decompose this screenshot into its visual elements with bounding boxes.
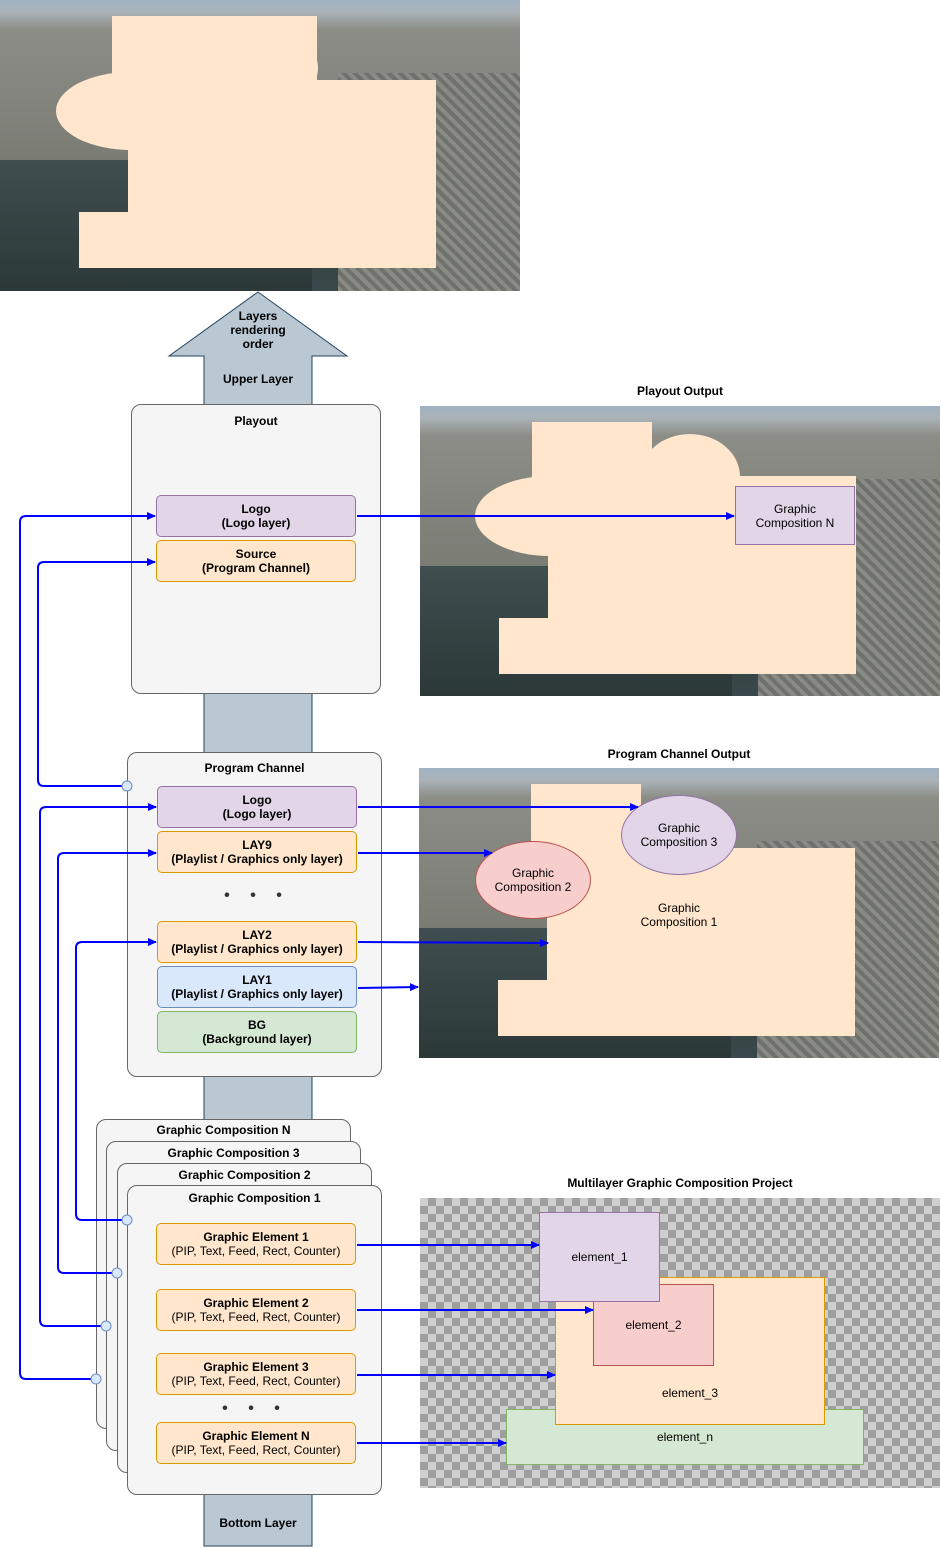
arrow-title-line-3: order xyxy=(242,337,274,351)
playout-source-sub: (Program Channel) xyxy=(201,561,310,575)
playout-logo-layer[interactable]: Logo (Logo layer) xyxy=(156,495,356,537)
gc-1-line-1: Graphic xyxy=(657,901,701,915)
pc-bg-name: BG xyxy=(248,1018,266,1032)
composition-ellipsis: • • • xyxy=(222,1400,288,1417)
graphic-element-n-name: Graphic Element N xyxy=(202,1429,310,1443)
graphic-element-n-sub: (PIP, Text, Feed, Rect, Counter) xyxy=(171,1443,341,1457)
peach-shape-bottom xyxy=(79,212,436,268)
gc-2-line-1: Graphic xyxy=(511,866,555,880)
pc-logo-layer[interactable]: Logo (Logo layer) xyxy=(157,786,357,828)
peach-shape-round xyxy=(220,28,318,108)
program-output-image: Graphic Composition 3 Graphic Compositio… xyxy=(419,768,939,1058)
pc-lay1-layer[interactable]: LAY1 (Playlist / Graphics only layer) xyxy=(157,966,357,1008)
gc-3-line-1: Graphic xyxy=(657,821,701,835)
graphic-element-2-name: Graphic Element 2 xyxy=(203,1296,309,1310)
pc-lay9-layer[interactable]: LAY9 (Playlist / Graphics only layer) xyxy=(157,831,357,873)
graphic-element-2-sub: (PIP, Text, Feed, Rect, Counter) xyxy=(171,1310,341,1324)
playout-source-name: Source xyxy=(235,547,277,561)
element-n-label: element_n xyxy=(656,1430,714,1444)
pc-lay2-layer[interactable]: LAY2 (Playlist / Graphics only layer) xyxy=(157,921,357,963)
graphic-composition-n-box[interactable]: Graphic Composition N xyxy=(735,486,855,545)
graphic-composition-3-ellipse[interactable]: Graphic Composition 3 xyxy=(621,795,737,875)
element-1-box[interactable]: element_1 xyxy=(539,1212,660,1302)
playout-logo-sub: (Logo layer) xyxy=(221,516,291,530)
gc-n-line-2: Composition N xyxy=(755,515,835,530)
upper-layer-label: Upper Layer xyxy=(222,372,294,386)
element-1-label: element_1 xyxy=(571,1250,628,1264)
arrow-title-line-1: Layers xyxy=(238,309,278,323)
gc-n-line-1: Graphic xyxy=(773,501,817,516)
peach-shape-ellipse xyxy=(475,476,625,556)
graphic-element-3-sub: (PIP, Text, Feed, Rect, Counter) xyxy=(171,1374,341,1388)
bottom-layer-label: Bottom Layer xyxy=(219,1516,297,1530)
graphic-element-1-sub: (PIP, Text, Feed, Rect, Counter) xyxy=(171,1244,341,1258)
peach-shape-bottom xyxy=(499,618,856,674)
graphic-element-2[interactable]: Graphic Element 2 (PIP, Text, Feed, Rect… xyxy=(156,1289,356,1331)
playout-logo-name: Logo xyxy=(241,502,271,516)
graphic-composition-1-label: Graphic Composition 1 xyxy=(619,901,739,929)
playout-source-layer[interactable]: Source (Program Channel) xyxy=(156,540,356,582)
playout-output-title: Playout Output xyxy=(637,384,723,398)
peach-shape-top xyxy=(532,422,652,482)
pc-lay1-name: LAY1 xyxy=(242,973,272,987)
pc-lay9-sub: (Playlist / Graphics only layer) xyxy=(171,852,343,866)
graphic-composition-2-ellipse[interactable]: Graphic Composition 2 xyxy=(475,841,591,919)
playout-title: Playout xyxy=(234,414,278,428)
composition-n-title: Graphic Composition N xyxy=(156,1123,291,1137)
graphic-element-1[interactable]: Graphic Element 1 (PIP, Text, Feed, Rect… xyxy=(156,1223,356,1265)
arrow-title-line-2: rendering xyxy=(230,323,286,337)
pc-lay1-sub: (Playlist / Graphics only layer) xyxy=(171,987,343,1001)
pc-lay2-sub: (Playlist / Graphics only layer) xyxy=(171,942,343,956)
element-3-label: element_3 xyxy=(661,1386,719,1400)
top-preview-image xyxy=(0,0,520,291)
gc-3-line-2: Composition 3 xyxy=(640,835,718,849)
pc-bg-layer[interactable]: BG (Background layer) xyxy=(157,1011,357,1053)
pc-logo-sub: (Logo layer) xyxy=(222,807,292,821)
pc-lay2-name: LAY2 xyxy=(242,928,272,942)
peach-shape-ellipse xyxy=(56,72,206,150)
graphic-element-3-name: Graphic Element 3 xyxy=(203,1360,309,1374)
program-channel-title: Program Channel xyxy=(204,761,305,775)
arrow-title: Layers rendering order xyxy=(210,309,306,351)
gc-2-line-2: Composition 2 xyxy=(494,880,572,894)
peach-shape-round xyxy=(640,434,740,519)
pc-lay9-name: LAY9 xyxy=(242,838,272,852)
composition-3-title: Graphic Composition 3 xyxy=(167,1146,300,1160)
pc-logo-name: Logo xyxy=(242,793,272,807)
playout-output-image: Graphic Composition N xyxy=(420,406,940,696)
project-title: Multilayer Graphic Composition Project xyxy=(567,1176,793,1190)
graphic-element-3[interactable]: Graphic Element 3 (PIP, Text, Feed, Rect… xyxy=(156,1353,356,1395)
pc-bg-sub: (Background layer) xyxy=(202,1032,312,1046)
composition-2-title: Graphic Composition 2 xyxy=(178,1168,311,1182)
composition-1-title: Graphic Composition 1 xyxy=(188,1191,321,1205)
element-2-label: element_2 xyxy=(625,1318,682,1332)
program-output-title: Program Channel Output xyxy=(607,747,751,761)
gc-1-line-2: Composition 1 xyxy=(640,915,718,929)
peach-shape-bottom xyxy=(498,980,855,1036)
pc-ellipsis: • • • xyxy=(224,887,290,904)
graphic-element-1-name: Graphic Element 1 xyxy=(203,1230,309,1244)
graphic-element-n[interactable]: Graphic Element N (PIP, Text, Feed, Rect… xyxy=(156,1422,356,1464)
